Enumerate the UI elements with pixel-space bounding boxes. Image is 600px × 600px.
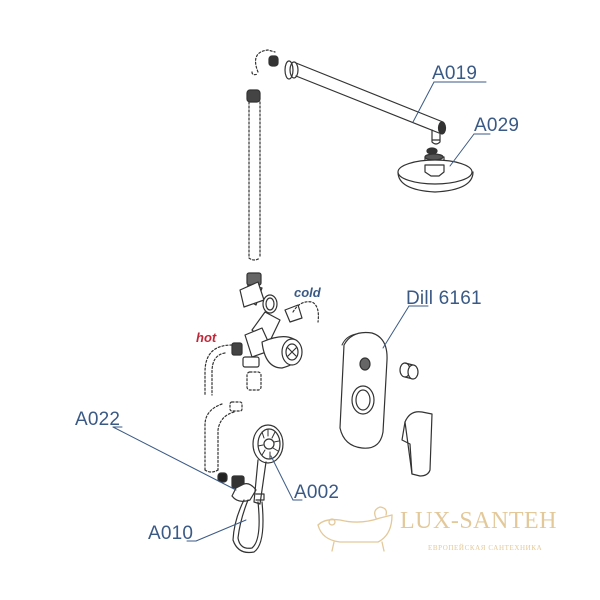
shower-head <box>397 147 474 193</box>
hot-inlet-label: hot <box>196 330 217 345</box>
hose-connector <box>217 472 265 502</box>
hot-inlet-pipe <box>204 344 233 396</box>
cold-inlet-pipe <box>292 301 319 323</box>
watermark-brand: LUX-SANTEH <box>400 508 557 534</box>
shower-hose <box>237 499 260 549</box>
mixer-cap <box>399 362 419 380</box>
cold-inlet-label: cold <box>294 285 321 300</box>
callout-a002: A002 <box>294 482 340 503</box>
bathtub-logo-icon <box>317 506 393 552</box>
shower-arm <box>284 60 447 145</box>
elbow-fitting <box>251 49 279 76</box>
callout-dill-6161: Dill 6161 <box>406 288 482 309</box>
callout-a019: A019 <box>432 63 478 84</box>
riser-pipe <box>246 89 261 261</box>
mixer-handle <box>401 411 433 477</box>
leader-lines <box>112 81 491 542</box>
mixer-trim-plate <box>339 331 388 449</box>
callout-a029: A029 <box>474 115 520 136</box>
mixer-body <box>231 272 303 369</box>
callout-a022: A022 <box>75 409 121 430</box>
hand-shower <box>252 424 284 505</box>
callout-a010: A010 <box>148 523 194 544</box>
outlet-pipe <box>204 371 262 473</box>
watermark-tagline: ЕВРОПЕЙСКАЯ САНТЕХНИКА <box>428 544 543 552</box>
